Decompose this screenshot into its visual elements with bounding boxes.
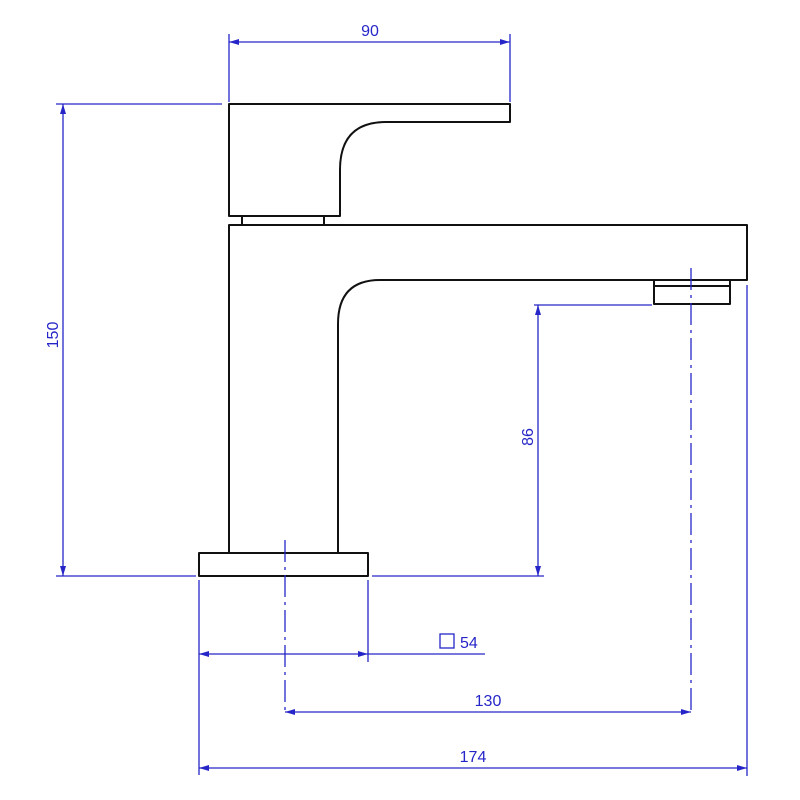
square-symbol-icon xyxy=(439,633,455,649)
body-and-spout xyxy=(228,224,748,554)
dimension-label-86: 86 xyxy=(520,428,537,446)
dimension-label-174: 174 xyxy=(460,749,487,766)
dimension-label-150: 150 xyxy=(45,322,62,349)
dimension-label-130: 130 xyxy=(475,693,502,710)
dimension-label-54: 54 xyxy=(460,635,478,652)
dimension-54: 54 xyxy=(198,580,485,775)
handle-lever xyxy=(228,103,511,217)
faucet-outline xyxy=(198,103,748,577)
aerator xyxy=(653,279,731,305)
dimension-86: 86 xyxy=(372,304,652,577)
dimension-150: 150 xyxy=(45,103,222,577)
base-plate xyxy=(198,552,369,577)
dimension-90: 90 xyxy=(228,23,511,102)
dimension-174: 174 xyxy=(199,285,748,776)
center-lines xyxy=(284,268,692,714)
handle-collar xyxy=(241,215,325,226)
dimension-130: 130 xyxy=(285,693,691,715)
dimension-label-90: 90 xyxy=(361,23,379,40)
